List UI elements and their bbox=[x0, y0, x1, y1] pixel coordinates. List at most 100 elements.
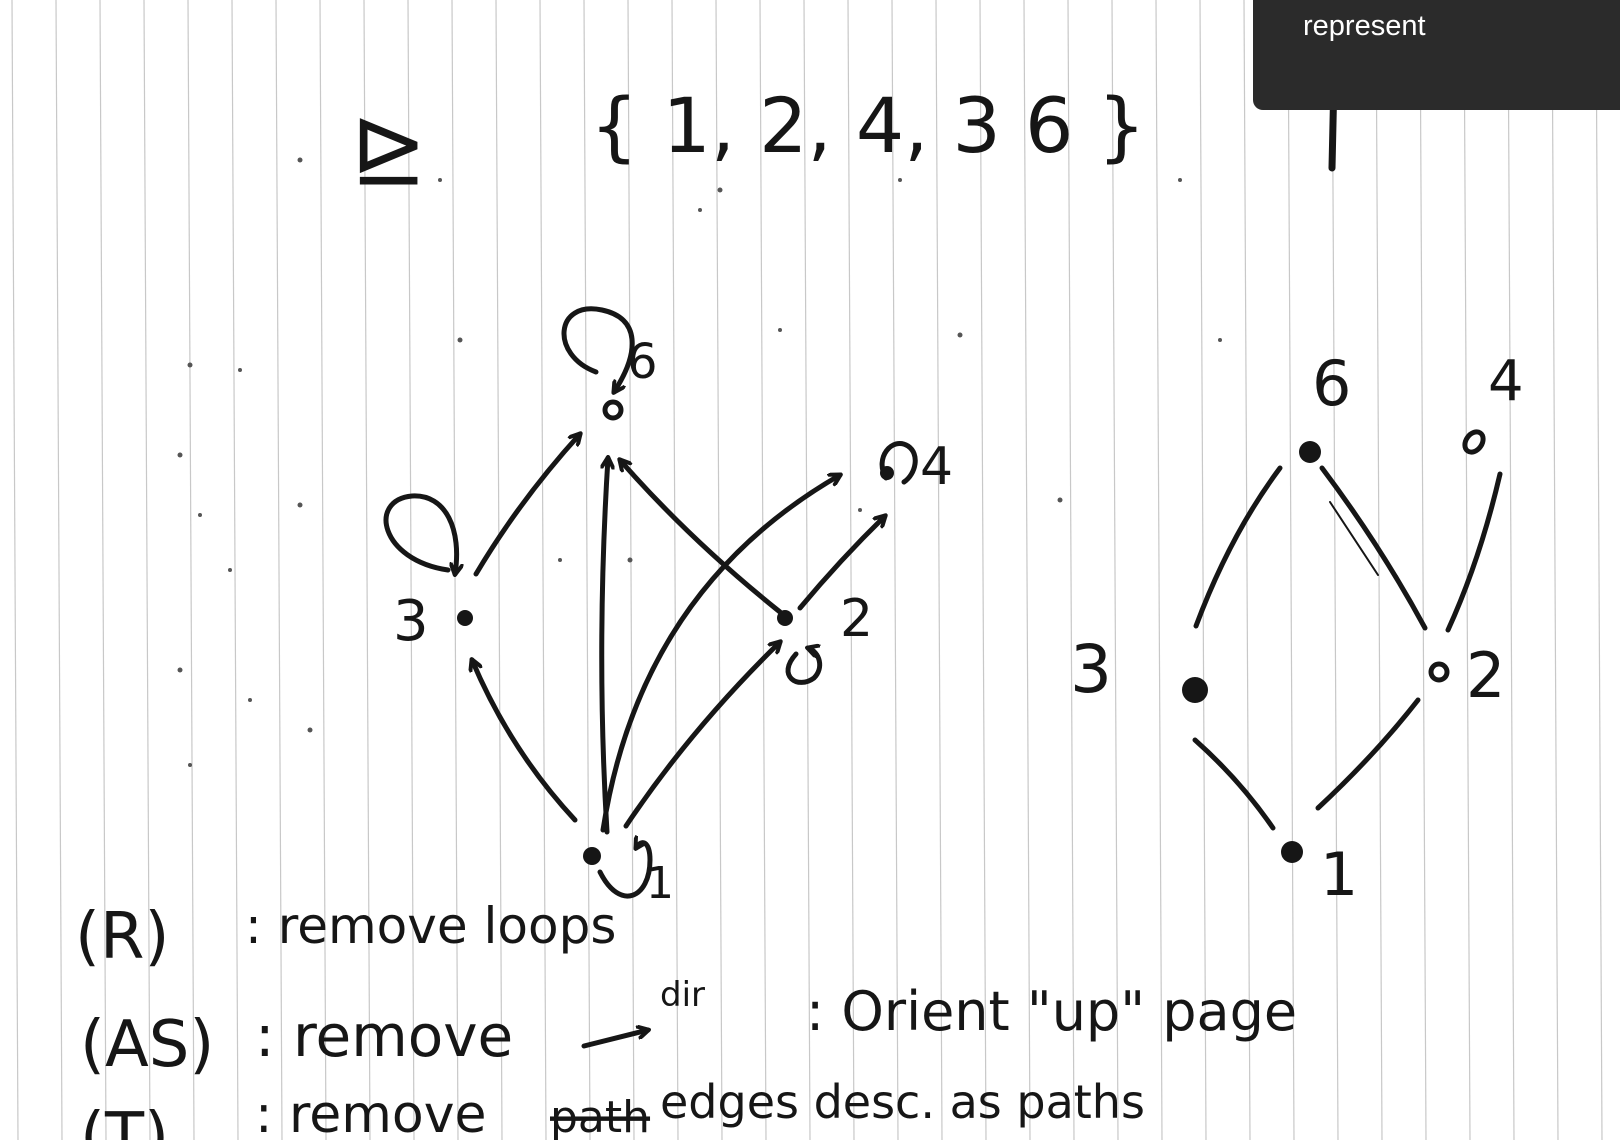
note-r-code: (R) bbox=[75, 900, 169, 974]
ruled-line-21 bbox=[935, 0, 943, 1140]
page-heading: ⊵ { 1, 2, 4, 3 6 } bbox=[350, 74, 1338, 202]
left-nodes bbox=[457, 399, 894, 865]
ruled-line-34 bbox=[1507, 0, 1515, 1140]
loop-1 bbox=[597, 843, 653, 899]
ruled-line-26 bbox=[1155, 0, 1163, 1140]
node-4 bbox=[880, 466, 894, 480]
ruled-line-4 bbox=[187, 0, 195, 1140]
note-r-text: : remove loops bbox=[245, 897, 616, 955]
node-label-6: 6 bbox=[627, 334, 658, 390]
ruled-line-7 bbox=[319, 0, 327, 1140]
ruled-line-32 bbox=[1419, 0, 1427, 1140]
heading-set: { 1, 2, 4, 3 6 } bbox=[590, 81, 1146, 170]
hasse-edge-1-2 bbox=[1315, 697, 1421, 811]
ruled-line-3 bbox=[143, 0, 151, 1140]
loop-3 bbox=[383, 493, 457, 574]
caption-tooltip: represent bbox=[1253, 0, 1620, 110]
edge-2-to-6 bbox=[620, 460, 783, 615]
hasse-node-3 bbox=[1182, 677, 1208, 703]
hasse-edge-3-6 bbox=[1193, 465, 1283, 629]
ruled-line-8 bbox=[363, 0, 371, 1140]
hasse-edge-1-3 bbox=[1192, 737, 1276, 831]
ruled-line-2 bbox=[99, 0, 107, 1140]
rule-notes: (R) : remove loops (AS) : remove dir : O… bbox=[75, 897, 1297, 1140]
ruled-line-35 bbox=[1551, 0, 1559, 1140]
left-graph: 6 4 3 2 1 bbox=[383, 306, 953, 909]
edge-1-to-3 bbox=[472, 660, 578, 823]
ruled-line-1 bbox=[55, 0, 63, 1140]
ruled-line-0 bbox=[11, 0, 19, 1140]
node-3 bbox=[457, 610, 473, 626]
node-6 bbox=[602, 399, 624, 421]
edge-1-to-6 bbox=[599, 458, 608, 835]
note-t-tail: edges desc. as paths bbox=[660, 1075, 1145, 1129]
ruled-line-33 bbox=[1463, 0, 1471, 1140]
node-label-2: 2 bbox=[840, 589, 873, 649]
note-as-code: (AS) bbox=[80, 1008, 214, 1082]
edge-1-to-2 bbox=[623, 642, 780, 829]
hasse-node-1 bbox=[1281, 841, 1303, 863]
ruled-line-6 bbox=[275, 0, 283, 1140]
edge-3-to-6 bbox=[473, 434, 580, 577]
ruled-line-13 bbox=[583, 0, 591, 1140]
heading-symbol: ⊵ bbox=[350, 95, 427, 202]
left-loops bbox=[383, 306, 918, 899]
right-nodes bbox=[1182, 429, 1486, 863]
hasse-node-2 bbox=[1428, 661, 1450, 683]
right-labels: 6 4 3 2 1 bbox=[1070, 347, 1524, 910]
node-label-1: 1 bbox=[646, 858, 674, 909]
ruled-line-31 bbox=[1375, 0, 1383, 1140]
hasse-label-6: 6 bbox=[1312, 347, 1351, 420]
edge-1-to-4 bbox=[600, 472, 840, 833]
ruled-line-5 bbox=[231, 0, 239, 1140]
ruled-line-12 bbox=[539, 0, 547, 1140]
note-as-tail: : Orient "up" page bbox=[806, 980, 1297, 1043]
loop-4 bbox=[879, 441, 918, 485]
ruled-line-28 bbox=[1243, 0, 1251, 1140]
tooltip-text: represent bbox=[1303, 10, 1426, 42]
hasse-edge-2-6-erased bbox=[1329, 501, 1379, 576]
note-as-sup: dir bbox=[660, 975, 705, 1015]
loop-2 bbox=[785, 648, 823, 685]
node-2 bbox=[777, 610, 793, 626]
ruled-line-11 bbox=[495, 0, 503, 1140]
hasse-edge-2-4 bbox=[1445, 471, 1503, 633]
ruled-line-23 bbox=[1023, 0, 1031, 1140]
node-label-4: 4 bbox=[920, 437, 953, 497]
note-t-text: : remove bbox=[255, 1085, 487, 1140]
bleed-dots bbox=[177, 157, 1222, 767]
ruled-line-19 bbox=[847, 0, 855, 1140]
left-edges bbox=[472, 434, 885, 835]
hasse-node-6 bbox=[1299, 441, 1321, 463]
right-graph: 6 4 3 2 1 bbox=[1070, 347, 1524, 910]
ruled-line-15 bbox=[671, 0, 679, 1140]
ruled-line-30 bbox=[1331, 0, 1339, 1140]
ruled-line-24 bbox=[1067, 0, 1075, 1140]
ruled-lines bbox=[11, 0, 1603, 1140]
ruled-line-20 bbox=[891, 0, 899, 1140]
left-labels: 6 4 3 2 1 bbox=[393, 334, 953, 909]
ruled-line-25 bbox=[1111, 0, 1119, 1140]
ruled-line-14 bbox=[627, 0, 635, 1140]
hasse-edge-2-6 bbox=[1319, 465, 1428, 631]
right-edges bbox=[1192, 465, 1503, 831]
edge-2-to-4 bbox=[797, 516, 885, 611]
note-as-text: : remove bbox=[255, 1002, 513, 1070]
ruled-line-22 bbox=[979, 0, 987, 1140]
ruled-line-29 bbox=[1287, 0, 1295, 1140]
hasse-label-4: 4 bbox=[1488, 349, 1524, 414]
ruled-line-18 bbox=[803, 0, 811, 1140]
ruled-line-9 bbox=[407, 0, 415, 1140]
hasse-node-4 bbox=[1462, 429, 1486, 455]
hasse-label-1: 1 bbox=[1320, 840, 1358, 910]
note-t-crossed: path bbox=[550, 1092, 650, 1140]
hasse-label-3: 3 bbox=[1070, 631, 1112, 708]
node-label-3: 3 bbox=[393, 589, 429, 654]
node-1 bbox=[583, 847, 601, 865]
loop-6 bbox=[561, 306, 635, 392]
hasse-label-2: 2 bbox=[1466, 639, 1505, 712]
ruled-line-17 bbox=[759, 0, 767, 1140]
ruled-line-27 bbox=[1199, 0, 1207, 1140]
